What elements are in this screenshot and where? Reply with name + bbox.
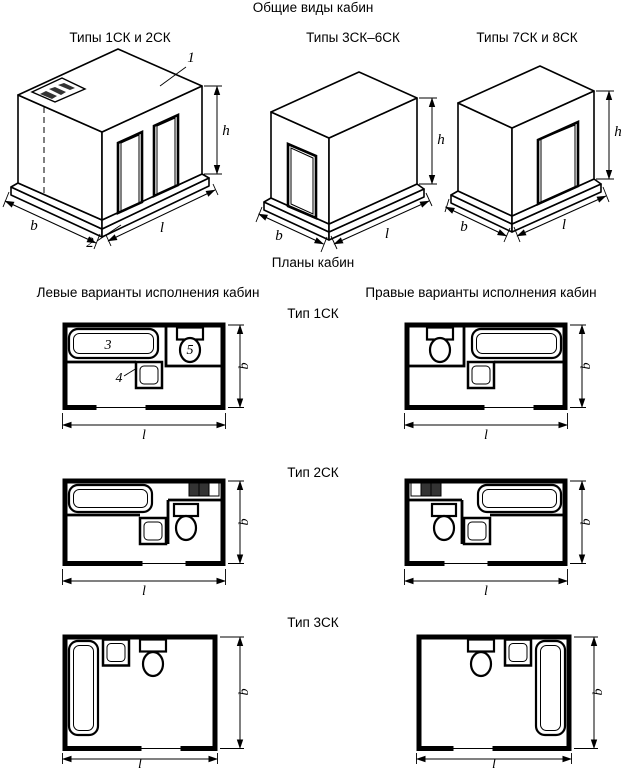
callout-4-label: 4: [116, 371, 123, 386]
dim-l-label: l: [562, 217, 566, 233]
toilet-shape: [172, 502, 200, 542]
plan-body: [62, 634, 218, 751]
plan-2sk-right: [398, 472, 594, 598]
bathtub-shape: [67, 639, 100, 737]
dim-l: l: [330, 192, 433, 250]
plan-body: [62, 478, 226, 566]
row3-type-label: Тип 3СК: [287, 615, 339, 630]
toilet-partition: [166, 498, 221, 544]
general-view-1: 1 2 h b l: [2, 48, 230, 251]
view2-title: Типы 3СК–6СК: [306, 30, 400, 45]
dim-l-label: l: [160, 220, 164, 236]
sink-shape: [101, 638, 131, 667]
general-view-2: h b l: [255, 71, 445, 253]
plan-2sk-left: [56, 478, 252, 598]
plan-body: [62, 322, 226, 410]
toilet-partition: [164, 322, 221, 368]
dim-l: l: [105, 183, 219, 247]
callout-1-label: 1: [187, 50, 195, 66]
roof-vent-panel: [30, 77, 87, 103]
dim-b: b: [255, 206, 328, 253]
plan-3sk-right: [410, 628, 606, 769]
dim-l: l: [513, 186, 610, 243]
callout-1: 1: [159, 50, 195, 87]
dim-h-label: h: [437, 132, 445, 148]
walls: [62, 634, 218, 751]
dim-l-label: l: [385, 226, 389, 242]
dim-h: h: [204, 85, 230, 175]
row2-type-label: Тип 2СК: [287, 465, 339, 480]
dim-b-label: b: [460, 219, 468, 235]
door-opening-2: [152, 112, 180, 199]
walls: [62, 478, 226, 566]
door-opening: [95, 405, 147, 410]
callout-5-label: 5: [187, 343, 194, 358]
callout-3-label: 3: [104, 338, 112, 353]
row1-type-label: Тип 1СК: [287, 306, 339, 321]
dim-b-label: b: [275, 228, 283, 244]
callout-2-label: 2: [86, 235, 94, 251]
right-column-header: Правые варианты исполнения кабин: [365, 285, 597, 300]
view3-title: Типы 7СК и 8СК: [476, 30, 578, 45]
dim-l-label: l: [142, 428, 146, 443]
dim-l-label: l: [138, 757, 142, 771]
vent-duct-block: [188, 482, 220, 497]
figure-title: Общие виды кабин: [252, 0, 374, 15]
dim-b-label: b: [237, 363, 252, 370]
toilet-shape: [175, 326, 205, 364]
view1-title: Типы 1СК и 2СК: [69, 30, 171, 45]
plan-dims: b l: [62, 636, 252, 771]
bathtub-shape: [67, 483, 154, 517]
left-column-header: Левые варианты исполнения кабин: [36, 285, 260, 300]
door-opening: [140, 746, 182, 751]
plan-dims: b l: [62, 324, 252, 443]
door-opening: [141, 561, 187, 566]
bathtub-shape: [67, 327, 160, 364]
callout-4-leader: [123, 367, 138, 377]
dim-b-label: b: [30, 218, 38, 234]
toilet-shape: [138, 638, 168, 678]
dim-h-label: h: [222, 123, 230, 139]
plans-title: Планы кабин: [271, 255, 355, 270]
dim-b: b: [2, 191, 101, 250]
door-opening-1: [116, 129, 144, 216]
door-opening: [536, 119, 580, 207]
dim-h: h: [596, 90, 622, 180]
sink-shape: [134, 360, 164, 390]
dim-h: h: [419, 97, 445, 185]
dim-h-label: h: [614, 124, 622, 140]
sink-shape: [138, 516, 168, 546]
door-opening: [286, 142, 318, 220]
dim-b: b: [444, 198, 511, 243]
dim-b-label: b: [237, 689, 252, 696]
general-view-3: h b l: [444, 65, 622, 243]
plan-1sk-left: b l 3 4 5: [62, 322, 252, 443]
walls: [62, 322, 226, 410]
plan-3sk-left: b l: [62, 634, 252, 771]
plan-1sk-right: [398, 316, 594, 442]
